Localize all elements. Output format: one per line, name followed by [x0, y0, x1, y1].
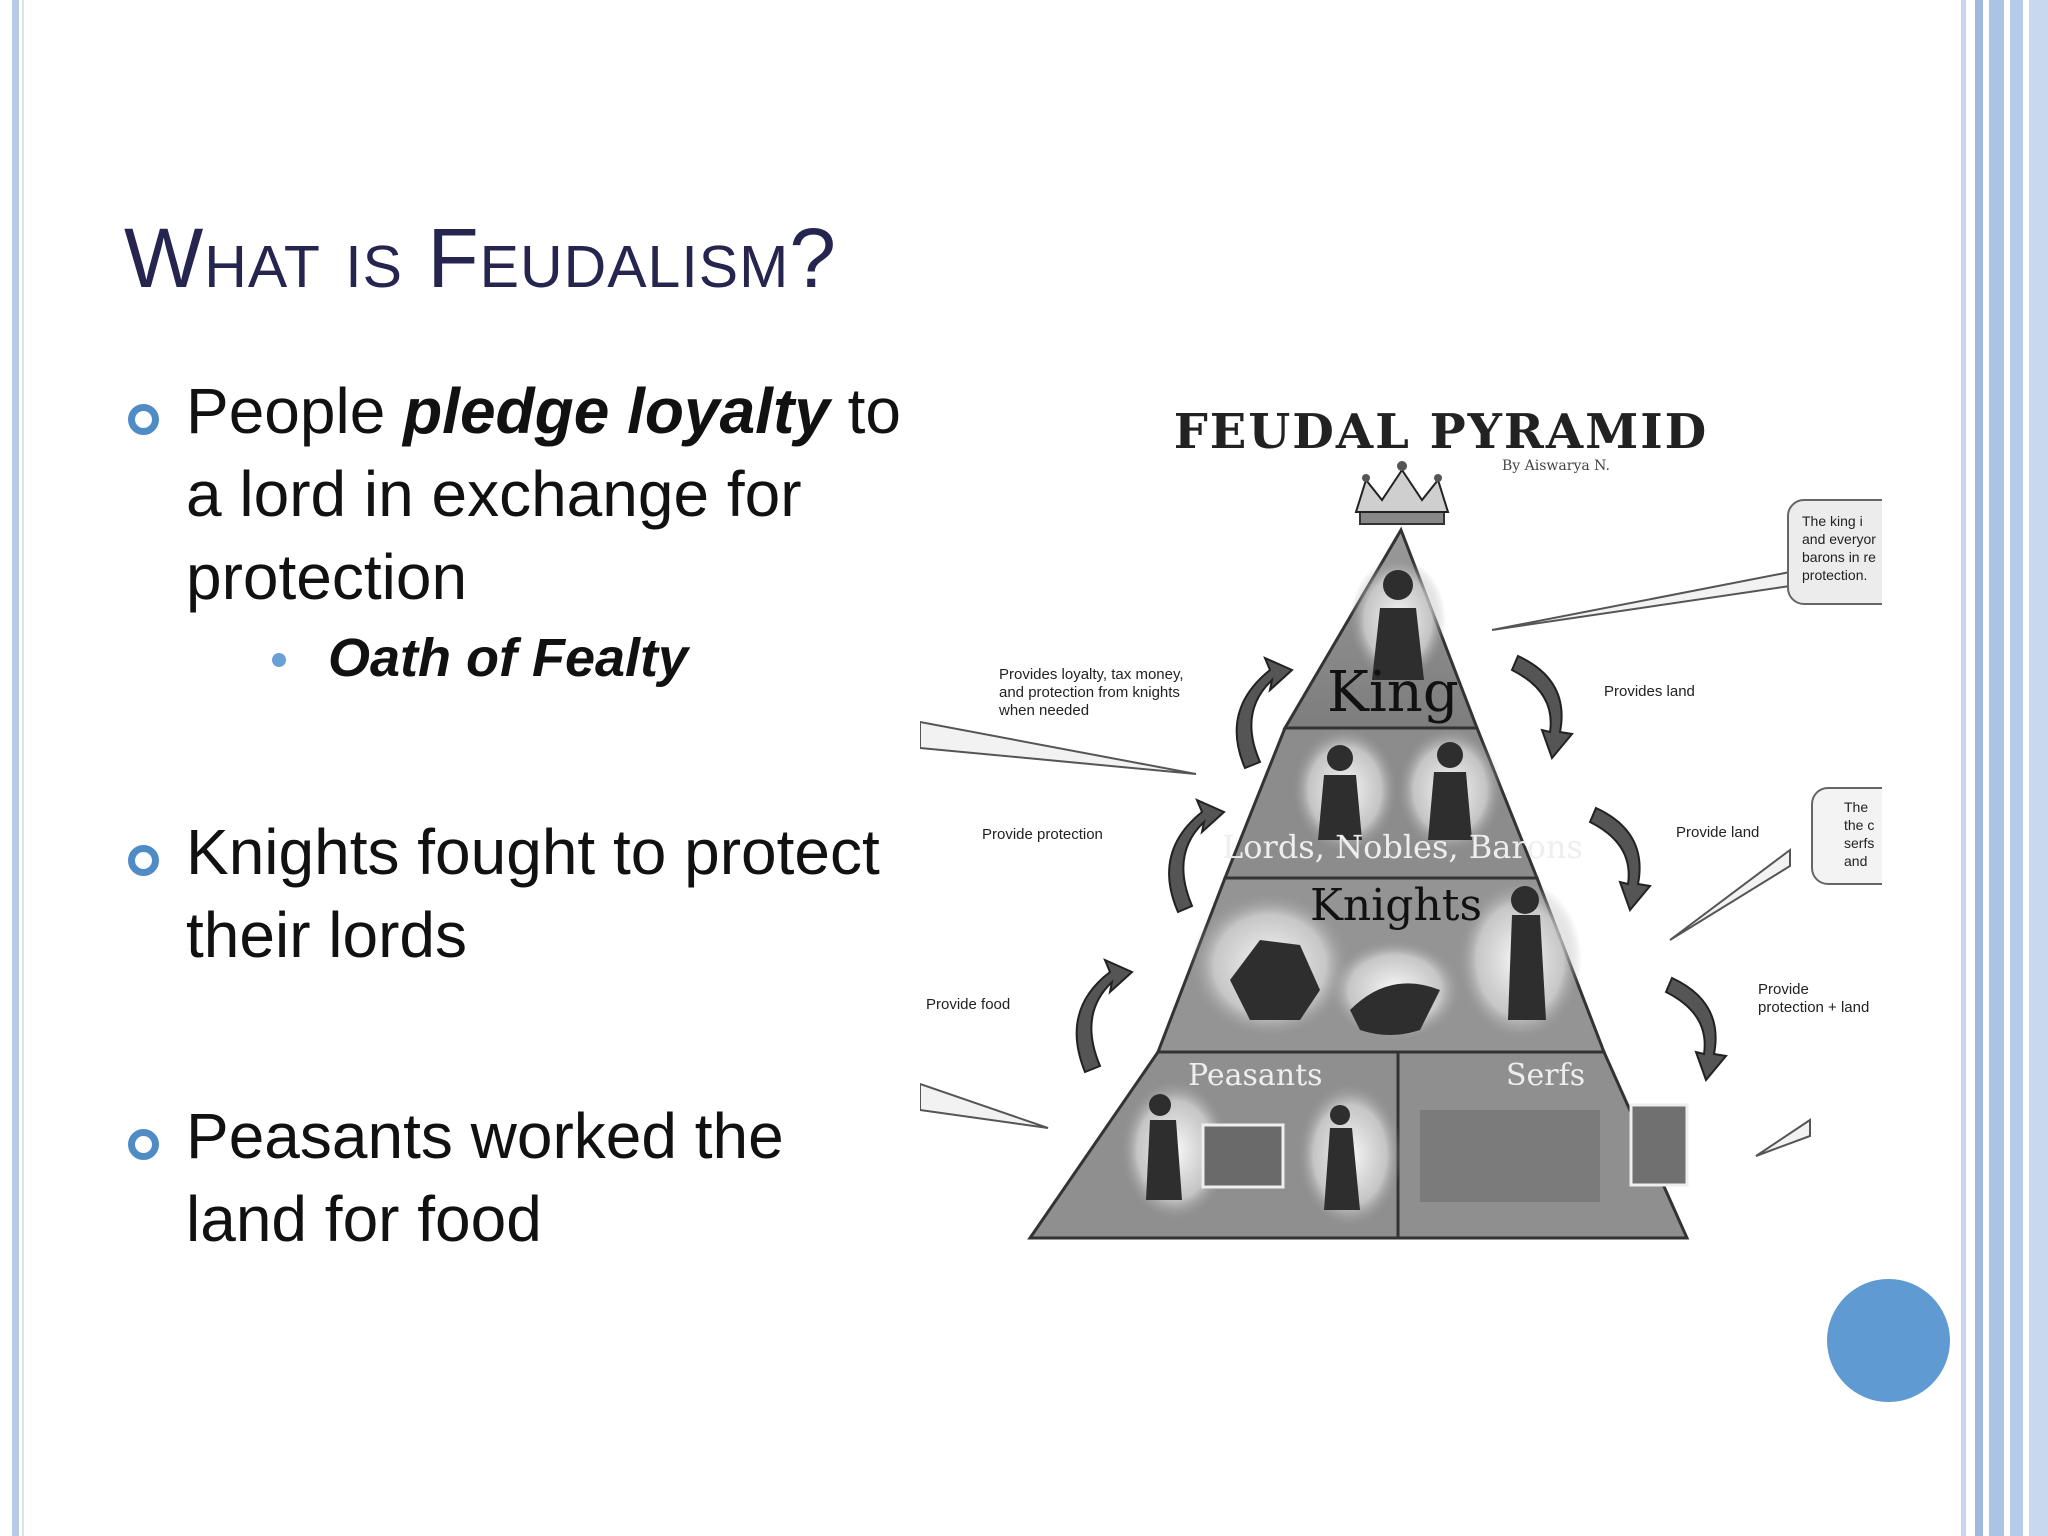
right-frame-decoration — [1955, 0, 2048, 1536]
bullet-text: to a lord in exchange for protection — [186, 375, 901, 613]
callout-text-middle: The the c serfs and — [1844, 799, 1875, 869]
label-provide-land: Provide land — [1676, 824, 1760, 841]
frame-stripe — [12, 0, 19, 1536]
frame-stripe — [2029, 0, 2048, 1536]
tier-label-lords: Lords, Nobles, Barons — [1222, 828, 1583, 866]
label-provide-food: Provide food — [926, 996, 1011, 1013]
bullet-ring-icon — [128, 1129, 159, 1160]
callout-box-middle — [1811, 787, 1882, 885]
tier-label-serfs: Serfs — [1506, 1058, 1586, 1093]
left-frame-decoration — [0, 0, 30, 1536]
label-provide-protection: Provide protection — [982, 826, 1103, 843]
bullet-emphasis: pledge loyalty — [403, 375, 830, 447]
frame-stripe — [22, 0, 24, 1536]
label-provides-land: Provides land — [1604, 683, 1695, 700]
slide-nav-circle[interactable] — [1827, 1279, 1950, 1402]
bullet-ring-icon — [128, 845, 159, 876]
label-provides-loyalty: Provides loyalty, tax money, and protect… — [999, 666, 1184, 719]
frame-stripe — [1961, 0, 1966, 1536]
bullet-list: People pledge loyalty to a lord in excha… — [128, 370, 918, 1261]
bullet-ring-icon — [128, 404, 159, 435]
crown-icon — [1354, 461, 1450, 525]
figure-byline: By Aiswarya N. — [1502, 458, 1610, 474]
tier-label-king: King — [1327, 660, 1459, 725]
callout-text-top: The king i and everyor barons in re prot… — [1802, 513, 1876, 583]
bullet-text: Knights fought to protect their lords — [186, 816, 880, 971]
frame-stripe — [1989, 0, 2004, 1536]
bullet-text: Peasants worked the land for food — [186, 1100, 784, 1255]
feudal-pyramid-figure: FEUDAL PYRAMID By Aiswarya N. — [920, 380, 1882, 1250]
bullet-item-knights: Knights fought to protect their lords — [128, 811, 918, 977]
bullet-dot-icon — [272, 653, 286, 667]
frame-stripe — [2010, 0, 2023, 1536]
callout-box-top — [1787, 499, 1882, 605]
figure-title: FEUDAL PYRAMID — [1173, 404, 1709, 460]
sub-bullet-text: Oath of Fealty — [328, 628, 689, 688]
frame-stripe — [1975, 0, 1983, 1536]
tier-label-knights: Knights — [1310, 880, 1483, 931]
slide-title: What is Feudalism? — [124, 211, 837, 305]
bullet-item-loyalty: People pledge loyalty to a lord in excha… — [128, 370, 918, 619]
label-provide-protection-land: Provide protection + land — [1758, 981, 1870, 1016]
sub-bullet-oath: Oath of Fealty — [270, 623, 918, 693]
bullet-item-peasants: Peasants worked the land for food — [128, 1095, 918, 1261]
pyramid-diagram — [920, 461, 1882, 1240]
tier-label-peasants: Peasants — [1188, 1058, 1323, 1093]
bullet-text: People — [186, 375, 404, 447]
